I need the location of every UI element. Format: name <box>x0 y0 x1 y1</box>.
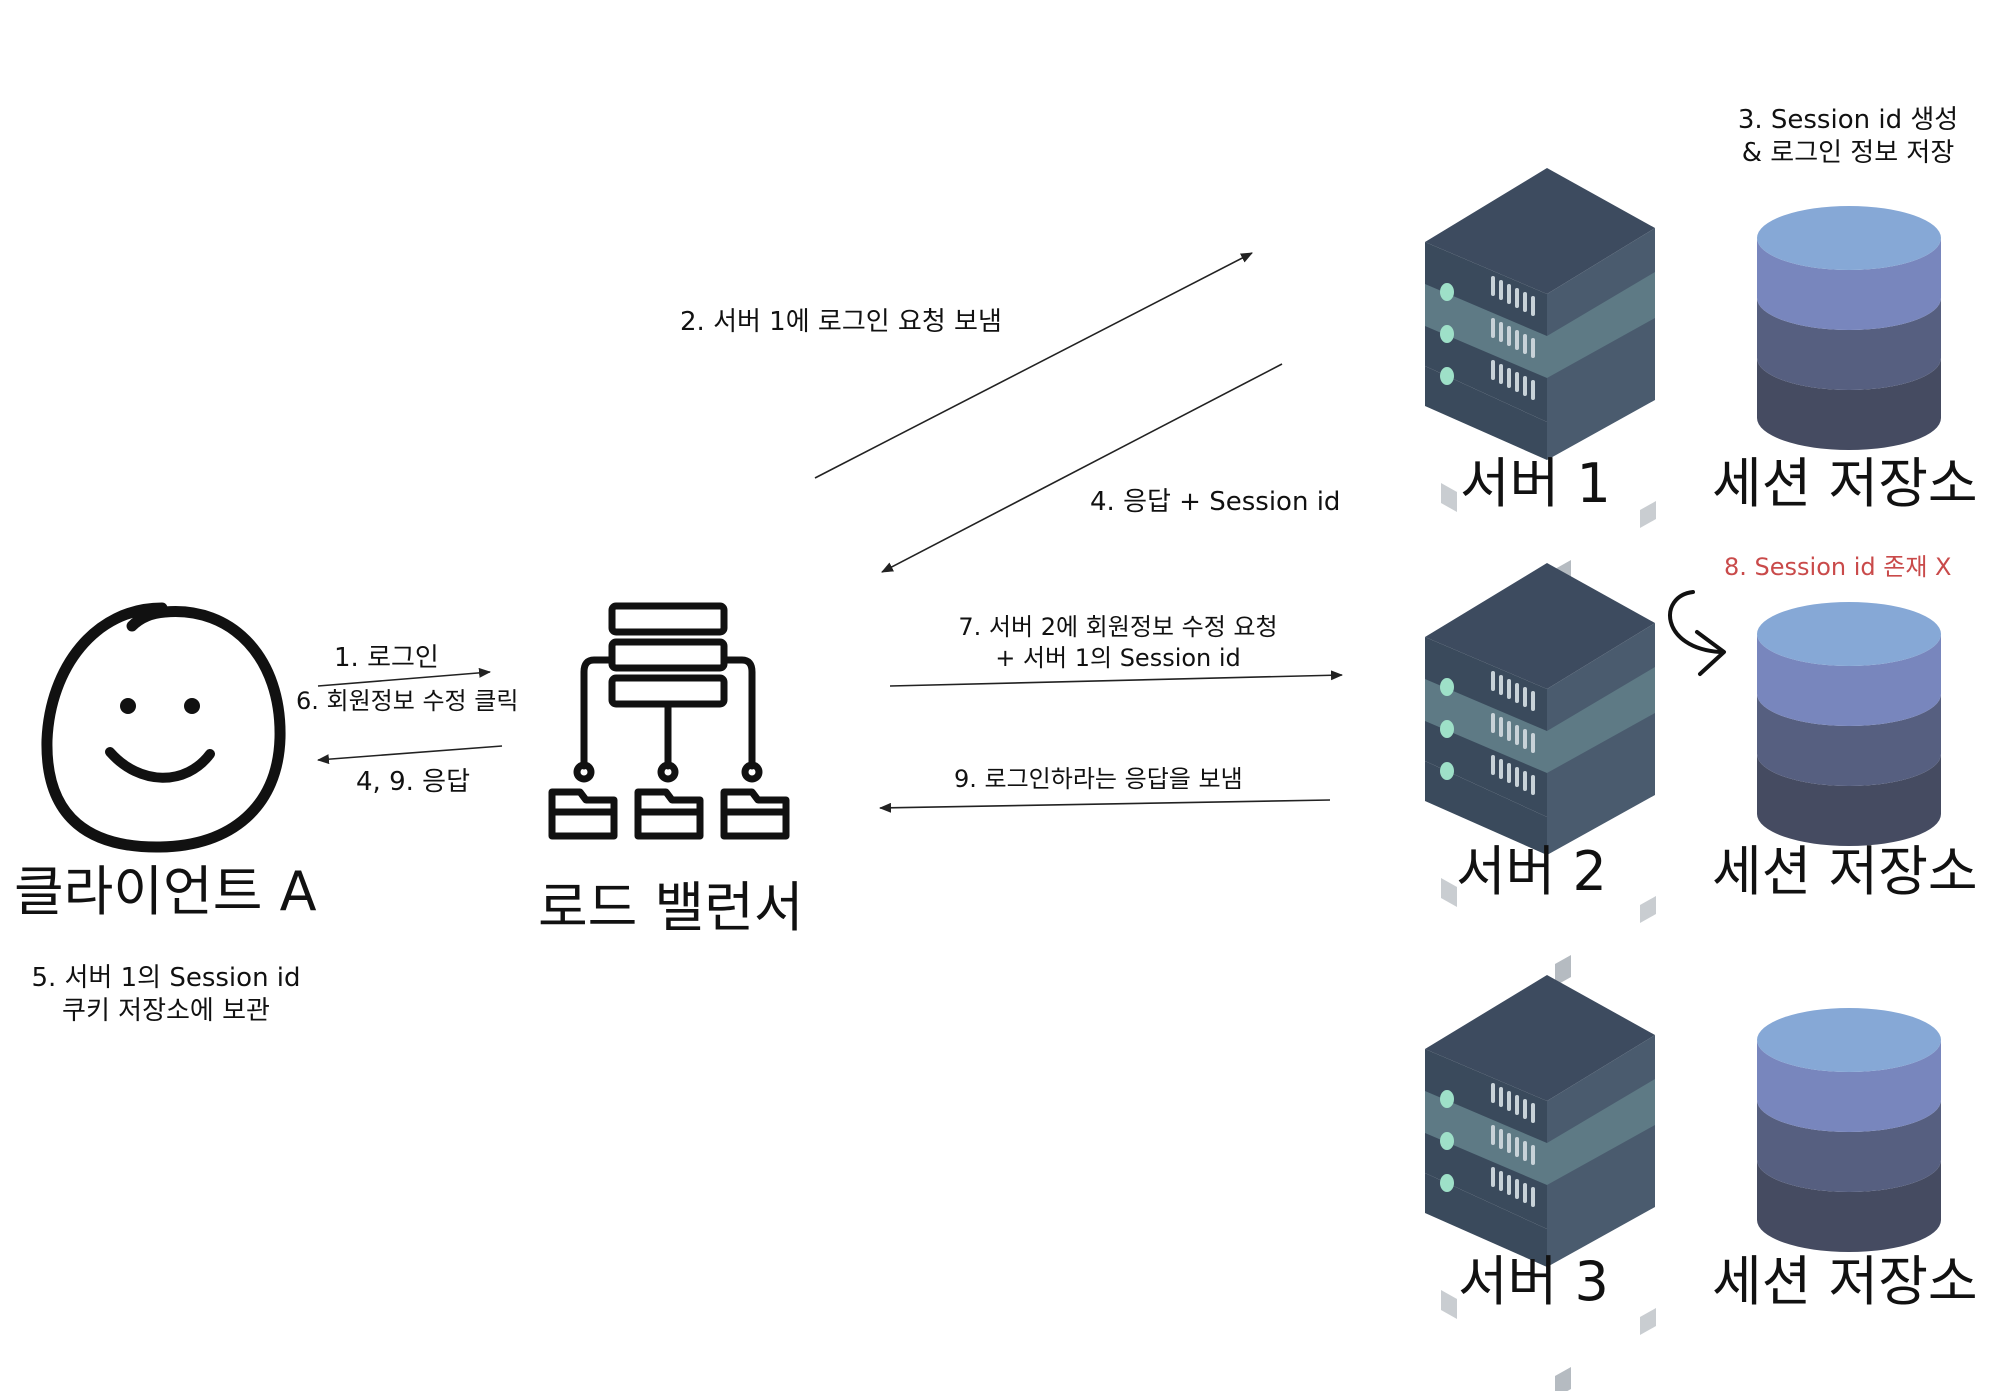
arrow-response-server2 <box>879 799 1331 813</box>
step-4-9-label: 4, 9. 응답 <box>356 767 470 797</box>
session-store-1-icon <box>1757 206 1941 450</box>
session-store-1-label: 세션 저장소 <box>1712 452 1978 515</box>
step-7-label: 7. 서버 2에 회원정보 수정 요청 + 서버 1의 Session id <box>918 612 1318 674</box>
step-3-label: 3. Session id 생성 & 로그인 정보 저장 <box>1708 104 1988 170</box>
arrow-request-server2 <box>889 670 1343 687</box>
step-2-label: 2. 서버 1에 로그인 요청 보냄 <box>680 307 1002 337</box>
step-9-label: 9. 로그인하라는 응답을 보냄 <box>954 765 1243 793</box>
load-balancer-label: 로드 밸런서 <box>538 876 804 939</box>
server-3-label: 서버 3 <box>1458 1250 1609 1313</box>
client-smiley-icon <box>41 602 286 853</box>
arrow-request-server1 <box>814 252 1253 479</box>
arrow-login <box>317 667 491 687</box>
arrow-response-to-client <box>317 745 503 765</box>
step-8-label: 8. Session id 존재 X <box>1724 553 1952 581</box>
step-1-label: 1. 로그인 <box>334 643 439 673</box>
step-3-line-1: 3. Session id 생성 <box>1737 105 1959 135</box>
session-store-2-icon <box>1757 602 1941 846</box>
server-2-icon <box>1425 563 1656 986</box>
server-1-icon <box>1425 168 1656 591</box>
load-balancer-icon <box>548 602 790 840</box>
session-store-3-icon <box>1757 1008 1941 1252</box>
step-4-label: 4. 응답 + Session id <box>1090 487 1341 517</box>
arrow-response-server1 <box>881 363 1283 573</box>
client-note-line-2: 쿠키 저장소에 보관 <box>62 996 270 1026</box>
client-note-line-1: 5. 서버 1의 Session id <box>31 963 301 993</box>
curved-arrow-head <box>1695 630 1726 676</box>
session-store-3-label: 세션 저장소 <box>1712 1250 1978 1313</box>
step-7-line-1: 7. 서버 2에 회원정보 수정 요청 <box>958 613 1278 641</box>
curved-arrow-lookup <box>1668 590 1722 654</box>
step-3-line-2: & 로그인 정보 저장 <box>1741 138 1955 168</box>
server-2-label: 서버 2 <box>1456 840 1607 903</box>
client-label: 클라이언트 A <box>14 860 317 923</box>
step-7-line-2: + 서버 1의 Session id <box>995 644 1241 672</box>
session-store-2-label: 세션 저장소 <box>1712 840 1978 903</box>
server-1-label: 서버 1 <box>1460 452 1611 515</box>
client-note: 5. 서버 1의 Session id 쿠키 저장소에 보관 <box>16 962 316 1028</box>
server-3-icon <box>1425 975 1656 1391</box>
step-6-label: 6. 회원정보 수정 클릭 <box>296 687 519 715</box>
